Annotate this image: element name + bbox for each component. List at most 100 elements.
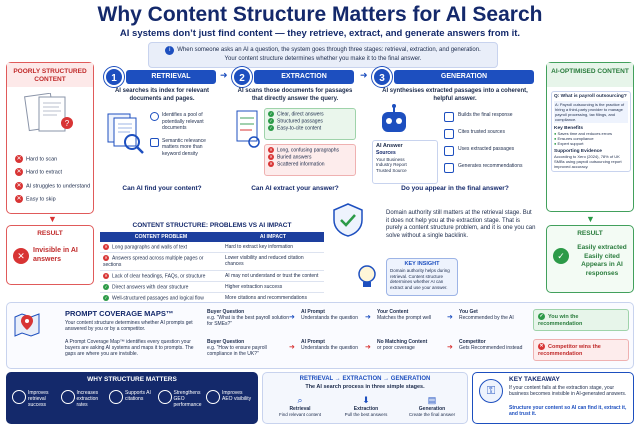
list-item: ✓Clear, direct answers bbox=[268, 111, 324, 118]
table-header: CONTENT PROBLEM bbox=[100, 232, 222, 242]
banner-line-1: When someone asks an AI a question, the … bbox=[177, 47, 481, 53]
arrow-right-icon: ➜ bbox=[447, 314, 453, 321]
poor-list: ✕Hard to scan ✕Hard to extract ✕AI strug… bbox=[15, 155, 93, 209]
optimised-result-heading: RESULT bbox=[577, 230, 603, 237]
arrow-right-icon: ➜ bbox=[220, 70, 228, 80]
stage-2-label: EXTRACTION bbox=[254, 70, 354, 84]
source-item: Industry Report bbox=[376, 162, 407, 167]
search-icon: ⌕ bbox=[297, 395, 303, 405]
key-takeaway-section: ⚿ KEY TAKEAWAY If your content fails at … bbox=[472, 372, 634, 424]
robot-icon bbox=[374, 104, 414, 140]
lose-outcome: ✕Competitor wins the recommendation bbox=[533, 339, 629, 361]
stage-3-number: 3 bbox=[372, 67, 392, 87]
search-icon bbox=[12, 390, 26, 404]
build-icon bbox=[444, 112, 454, 122]
stage-1-question: Can AI find your content? bbox=[122, 185, 202, 192]
sources-title: Sources bbox=[376, 150, 396, 156]
list-item: ● Expert support bbox=[554, 141, 584, 146]
optimised-result-text: Easily extracted Easily cited Appears in… bbox=[577, 244, 627, 277]
citation-icon bbox=[109, 390, 123, 404]
list-item: ✕Easy to skip bbox=[15, 195, 56, 204]
passage-icon bbox=[444, 146, 454, 156]
stage-1-note: Semantic relevance matters more than key… bbox=[150, 137, 220, 158]
table-header: AI IMPACT bbox=[221, 232, 324, 242]
takeaway-title: KEY TAKEAWAY bbox=[509, 376, 560, 383]
chart-icon bbox=[157, 390, 172, 404]
poor-result-box: RESULT ✕ Invisible in AI answers bbox=[6, 225, 94, 285]
list-item: Uses extracted passages bbox=[444, 146, 540, 156]
down-arrow-icon: ▼ bbox=[48, 214, 57, 224]
recommend-icon bbox=[444, 163, 454, 173]
stage-2-desc: AI scans those documents for passages th… bbox=[237, 88, 353, 102]
faq-question: Q: What is payroll outsourcing? bbox=[554, 94, 627, 99]
evidence-text: According to Xero (2024), 78% of UK SMBs… bbox=[554, 154, 622, 169]
extraction-bad-box: ✕Long, confusing paragraphs ✕Buried answ… bbox=[264, 144, 356, 176]
stage-1-desc: AI searches its index for relevant docum… bbox=[114, 88, 210, 102]
stage-2-number: 2 bbox=[232, 67, 252, 87]
stage-3-question: Do you appear in the final answer? bbox=[401, 185, 509, 192]
table-title: CONTENT STRUCTURE: PROBLEMS VS AI IMPACT bbox=[132, 222, 292, 229]
stage-1-number: 1 bbox=[104, 67, 124, 87]
stage-1-notes: Identifies a pool of potentially relevan… bbox=[150, 112, 220, 157]
list-item: ● Ensures compliance bbox=[554, 136, 594, 141]
why-title: WHY STRUCTURE MATTERS bbox=[87, 376, 177, 383]
poor-content-heading: POORLY STRUCTURED CONTENT bbox=[7, 63, 93, 87]
semantic-icon bbox=[150, 137, 159, 147]
stage-1-note: Identifies a pool of potentially relevan… bbox=[150, 112, 220, 132]
list-item: ✕Scattered information bbox=[268, 160, 325, 167]
eye-icon bbox=[206, 390, 220, 404]
optimised-content-panel: AI-OPTIMISED CONTENT Q: What is payroll … bbox=[546, 62, 634, 212]
list-item: ✓Easy-to-cite content bbox=[268, 124, 322, 131]
why-item: Strengthens GEO performance bbox=[157, 390, 204, 408]
problems-table: CONTENT PROBLEM AI IMPACT ✕Long paragrap… bbox=[100, 232, 324, 305]
document-icon: ▤ bbox=[427, 395, 437, 405]
target-icon bbox=[150, 112, 159, 121]
key-insight-box: KEY INSIGHT Domain authority helps durin… bbox=[386, 258, 458, 296]
stage-3-desc: AI synthesises extracted passages into a… bbox=[382, 88, 528, 102]
process-summary-section: RETRIEVAL → EXTRACTION → GENERATION The … bbox=[262, 372, 468, 424]
list-item: Builds the final response bbox=[444, 112, 540, 122]
map-pin-icon bbox=[13, 309, 41, 337]
arrow-right-icon: ➜ bbox=[365, 344, 371, 351]
banner-line-2: Your content structure determines whethe… bbox=[224, 56, 422, 62]
list-item: Cites trusted sources bbox=[444, 129, 540, 139]
svg-text:?: ? bbox=[65, 119, 70, 128]
cite-icon bbox=[444, 129, 454, 139]
lightbulb-icon bbox=[352, 262, 382, 292]
extraction-good-box: ✓Clear, direct answers ✓Structured passa… bbox=[264, 108, 356, 140]
faq-card: Q: What is payroll outsourcing? A: Payro… bbox=[551, 91, 631, 172]
optimised-heading: AI-OPTIMISED CONTENT bbox=[547, 63, 633, 87]
list-item: ✕AI struggles to understand bbox=[15, 181, 91, 190]
optimised-result-box: RESULT ✓ Easily extracted Easily cited A… bbox=[546, 225, 634, 293]
list-item: Generates recommendations bbox=[444, 163, 540, 173]
list-item: ✕Buried answers bbox=[268, 153, 312, 161]
prompt-text-1: Your content structure determines whethe… bbox=[65, 320, 193, 333]
page-subtitle: AI systems don’t just find content — the… bbox=[119, 28, 521, 39]
cross-icon: ✕ bbox=[13, 248, 29, 264]
list-item: ✕Long, confusing paragraphs bbox=[268, 147, 339, 154]
win-outcome: ✓You win the recommendation bbox=[533, 309, 629, 331]
process-title: RETRIEVAL → EXTRACTION → GENERATION bbox=[299, 376, 431, 382]
why-item: Increases extraction rates bbox=[60, 390, 107, 408]
extract-icon bbox=[60, 390, 75, 404]
stage-2-question: Can AI extract your answer? bbox=[251, 185, 339, 192]
insight-text: Domain authority helps during retrieval.… bbox=[390, 268, 450, 290]
table-row: ✕Lack of clear headings, FAQs, or struct… bbox=[100, 270, 324, 282]
takeaway-text-2: Structure your content so AI can find it… bbox=[509, 405, 627, 417]
why-items: Improves retrieval success Increases ext… bbox=[12, 390, 252, 408]
arrow-right-icon: ➜ bbox=[365, 314, 371, 321]
prompt-text-2: A Prompt Coverage Map™ identifies every … bbox=[65, 339, 194, 358]
faq-answer: A: Payroll outsourcing is the practice o… bbox=[554, 101, 628, 123]
source-item: Your Business bbox=[376, 156, 405, 162]
check-icon: ✓ bbox=[553, 248, 569, 264]
